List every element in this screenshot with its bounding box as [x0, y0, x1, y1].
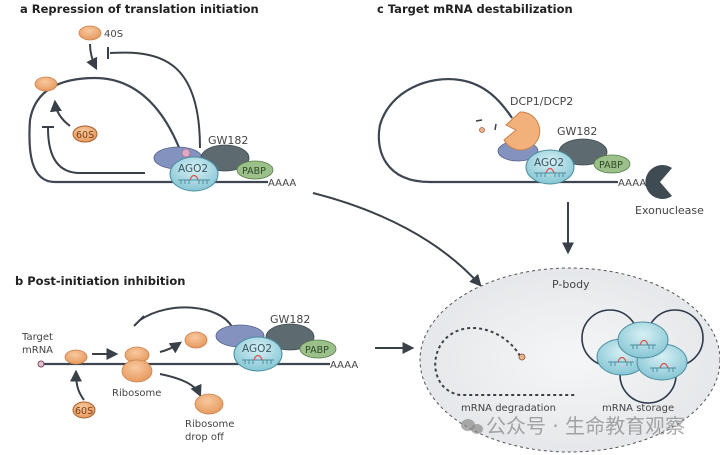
dcp1-dcp2-icon [503, 111, 541, 151]
mirna-bulge-icon [659, 362, 669, 369]
gw182-label: GW182 [557, 125, 597, 138]
panel-c-title: c Target mRNA destabilization [377, 2, 573, 16]
gw182-label: GW182 [270, 313, 310, 326]
bound-40s [34, 76, 58, 92]
mirna-bulge-icon [617, 356, 627, 363]
cap-icon [37, 360, 45, 368]
inhibition-arc [139, 306, 233, 328]
ribosome-small [184, 331, 208, 349]
watermark: 公众号 · 生命教育观察 [461, 414, 685, 438]
panel-b: b Post-initiation inhibition Target mRNA… [15, 274, 358, 443]
60s-arrow [49, 99, 71, 127]
wechat-icon-secondary [471, 424, 483, 434]
mirna-bulge-icon [189, 174, 199, 181]
dropoff-label-2: drop off [185, 432, 225, 443]
mirna-bulge-icon [545, 167, 555, 174]
60s-label: 60S [76, 130, 94, 141]
40s-subunit [78, 25, 102, 41]
target-label-1: Target [21, 332, 53, 343]
mirna-duplex-icon [650, 367, 676, 372]
cap-fragment-dash [475, 119, 483, 122]
pabp-label: PABP [599, 160, 623, 171]
panel-b-title: b Post-initiation inhibition [15, 274, 185, 288]
exonuclease-label: Exonuclease [635, 204, 704, 217]
ago2-label: AGO2 [178, 163, 208, 175]
stored-ago2 [617, 321, 669, 359]
pabp-label: PABP [305, 345, 329, 356]
mirna-duplex-icon [178, 179, 210, 184]
stored-mrnp-cluster [581, 309, 704, 404]
gw182-label: GW182 [208, 134, 248, 147]
pabp-protein [236, 160, 274, 180]
ribosome-label: Ribosome [112, 388, 161, 399]
panel-a: a Repression of translation initiation 4… [20, 2, 296, 192]
exonuclease-icon [645, 165, 672, 200]
elongation-arrow [159, 341, 182, 354]
polya-label: AAAA [268, 178, 296, 189]
pabp-protein [593, 154, 631, 174]
cap-fragment-dash [494, 123, 497, 131]
dropoff-arrow [159, 373, 202, 398]
panel-a-title: a Repression of translation initiation [20, 2, 259, 16]
60s-label: 60S [75, 406, 93, 417]
ago2-protein [233, 336, 283, 372]
polya-label: AAAA [330, 360, 358, 371]
ago2-protein [169, 156, 219, 192]
dropped-ribosome [194, 393, 224, 415]
degradation-label: mRNA degradation [461, 403, 556, 414]
60s-arrow [70, 369, 85, 401]
40s-arrow [86, 43, 98, 71]
pabp-protein [299, 339, 337, 359]
mirna-duplex-icon [608, 361, 634, 366]
mirna-duplex-icon [630, 344, 656, 349]
cap-icon [181, 148, 191, 158]
ago2-protein [525, 149, 575, 185]
polya-label: AAAA [618, 178, 646, 189]
target-label-2: mRNA [22, 345, 53, 356]
p-body-title: P-body [552, 278, 590, 291]
inhibition-bar [133, 315, 145, 327]
ago2-label: AGO2 [534, 157, 564, 169]
mirna-duplex-icon [534, 172, 566, 177]
dropoff-label-1: Ribosome [185, 419, 234, 430]
dcp-label: DCP1/DCP2 [510, 95, 573, 108]
storage-label: mRNA storage [602, 403, 674, 414]
p-body: P-body mRNA degradation mRNA storage [419, 267, 720, 453]
60s-subunit [72, 125, 98, 143]
40s-subunit [64, 349, 88, 365]
60s-inhibition-arc [47, 127, 145, 174]
a-to-pbody-arrow [312, 192, 482, 287]
gw182-protein [265, 323, 315, 351]
40s-inhibition-arc [109, 51, 201, 149]
mirna-bulge-icon [639, 339, 649, 346]
watermark-text: 公众号 · 生命教育观察 [486, 414, 685, 438]
cap-fragment-icon [479, 127, 485, 133]
panel-c: c Target mRNA destabilization DCP1/DCP2 … [377, 2, 704, 217]
panel-c-mrna [377, 78, 618, 184]
ribosome-large [121, 359, 153, 383]
ago2-label: AGO2 [242, 343, 272, 355]
60s-subunit [72, 401, 96, 419]
mirna-bulge-icon [253, 354, 263, 361]
40s-label: 40S [104, 29, 123, 40]
p-body-boundary [419, 267, 720, 453]
cap-icon [518, 353, 526, 361]
pabp-label: PABP [242, 166, 266, 177]
mirna-duplex-icon [242, 359, 274, 364]
